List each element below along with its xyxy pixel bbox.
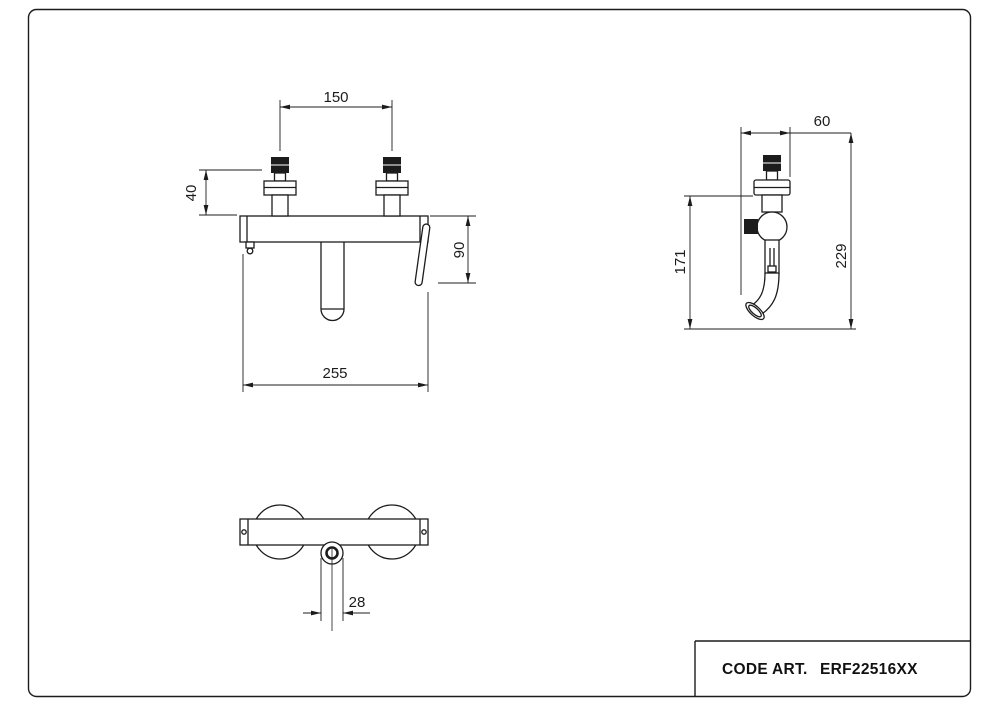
front-dim-150-label: 150 [323,89,348,106]
title-block: CODE ART. ERF22516XX [694,640,971,697]
faucet-body-front [239,215,429,255]
spout-front [320,242,345,322]
drawing-border [27,8,972,698]
spout-outlet-side [745,301,765,321]
side-dim-depth: 60 [740,113,851,295]
screw-hole-right [421,529,427,535]
front-view: 150 40 90 255 [183,89,476,392]
front-dim-offset: 40 [183,169,262,216]
front-dim-255-label: 255 [322,365,347,382]
front-dim-overall: 255 [242,254,429,392]
diverter-knob [245,241,255,249]
side-dim-overall-height: 229 [833,133,854,329]
mounting-union-left [263,157,297,217]
handle-lever [414,223,431,287]
faucet-body-side [744,155,791,321]
front-dim-handle: 90 [430,215,476,284]
bottom-view: 28 [239,504,429,631]
cartridge-circle [756,211,788,243]
code-art-value: ERF22516XX [820,661,918,678]
front-dim-90-label: 90 [451,242,468,259]
screw-hole-left [241,529,247,535]
faucet-body-bottom [239,504,429,565]
side-view: 60 171 229 [672,113,856,330]
side-dim-229-label: 229 [833,243,850,268]
front-dim-centers: 150 [279,89,393,151]
bottom-dim-outlet: 28 [303,549,370,631]
side-dim-60-label: 60 [814,113,831,130]
handle-side [744,219,758,234]
side-dim-171-label: 171 [672,249,689,274]
front-dim-40-label: 40 [183,185,200,202]
mounting-union-right [375,157,409,217]
code-art-label: CODE ART. [722,661,808,678]
bottom-dim-28-label: 28 [349,594,366,611]
side-dim-spout-height: 171 [672,195,856,330]
